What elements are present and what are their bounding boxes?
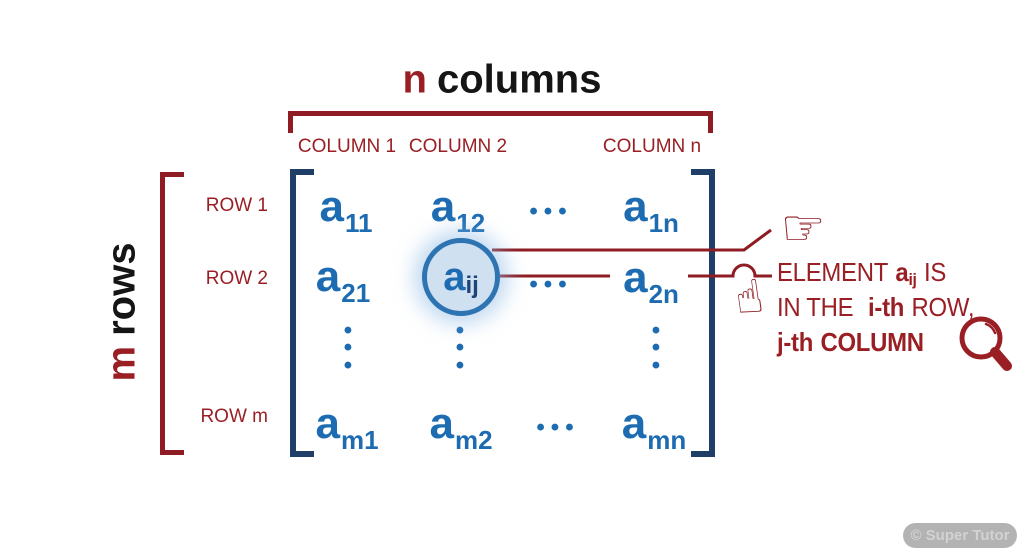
annotation-jth-word: j-th [777, 327, 814, 357]
pointing-hand-icon: ☞ [780, 199, 826, 257]
matrix-cell-am2: am2 [429, 399, 493, 455]
horizontal-ellipsis-row1: ••• [529, 198, 573, 225]
matrix-cell-a11: a11 [319, 182, 373, 238]
matrix-cell-a21: a21 [315, 252, 371, 308]
row-label-m: ROW m [200, 406, 268, 427]
rows-bracket [160, 172, 184, 455]
vertical-ellipsis-col1: • • • [343, 317, 353, 379]
rows-count-title: m rows [100, 243, 145, 382]
n-variable: n [402, 57, 427, 102]
column-label-n: COLUMN n [602, 136, 702, 157]
horizontal-ellipsis-row2: ••• [529, 271, 573, 298]
row-label-2: ROW 2 [205, 268, 268, 289]
magnifier-icon [959, 316, 1012, 371]
annotation-ith-word: i-th [868, 292, 905, 322]
highlighted-element-base: a [443, 255, 466, 299]
column-label-2: COLUMN 2 [408, 136, 508, 157]
vertical-ellipsis-col2: • • • [455, 317, 465, 379]
annotation-element-symbol: a [895, 257, 909, 287]
watermark-badge: © Super Tutor [903, 523, 1017, 548]
vertical-ellipsis-coln: • • • [651, 317, 661, 379]
annotation-row-word: ROW, [911, 292, 975, 322]
annotation-is-word: IS [923, 257, 947, 287]
m-variable: m [99, 345, 144, 382]
highlighted-element-subscript: ij [465, 272, 479, 299]
tap-hand-icon: ☝ [731, 268, 767, 326]
annotation-element-subscript: ij [908, 270, 917, 289]
matrix-cell-a1n: a1n [623, 182, 679, 238]
rows-word: rows [99, 242, 144, 336]
annotation-column-word: COLUMN [820, 327, 924, 357]
matrix-cell-amn: amn [621, 399, 687, 455]
column-label-1: COLUMN 1 [297, 136, 397, 157]
columns-word: columns [436, 57, 602, 102]
matrix-cell-a12: a12 [430, 182, 486, 238]
horizontal-ellipsis-rowm: ••• [536, 414, 580, 441]
columns-bracket [288, 111, 713, 133]
matrix-left-bracket [290, 169, 314, 457]
matrix-cell-a2n: a2n [623, 253, 679, 309]
annotation-element-word: ELEMENT [777, 257, 889, 287]
row-label-1: ROW 1 [205, 195, 268, 216]
line-to-pointing-hand [492, 228, 772, 252]
annotation-inthe-words: IN THE [777, 292, 854, 322]
matrix-right-bracket [691, 169, 715, 457]
matrix-cell-am1: am1 [315, 399, 379, 455]
